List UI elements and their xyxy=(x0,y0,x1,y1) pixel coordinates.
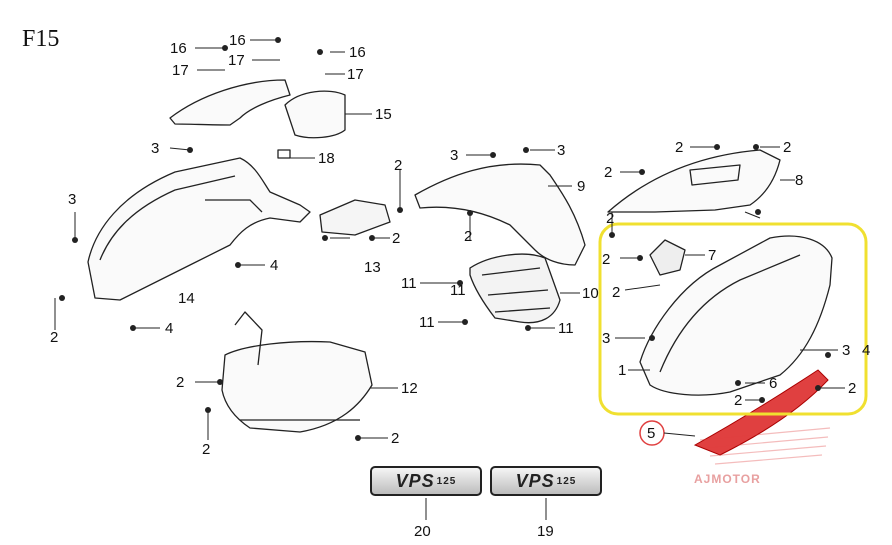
callout-11: 11 xyxy=(558,320,574,337)
callout-11: 11 xyxy=(401,275,417,292)
callout-2: 2 xyxy=(783,139,792,156)
callout-2: 2 xyxy=(604,164,613,181)
callout-2: 2 xyxy=(391,430,400,447)
figure-id: F15 xyxy=(22,26,60,52)
watermark-logo xyxy=(699,427,831,465)
callout-2: 2 xyxy=(464,228,473,245)
callout-3: 3 xyxy=(450,147,459,164)
callout-4: 4 xyxy=(862,342,871,359)
callout-6: 6 xyxy=(769,375,778,392)
part-14-side-cover xyxy=(87,157,311,301)
callout-2: 2 xyxy=(176,374,185,391)
callout-19: 19 xyxy=(537,523,554,540)
callout-11: 11 xyxy=(419,314,435,331)
emblem-sub: 125 xyxy=(556,475,577,487)
callout-20: 20 xyxy=(414,523,431,540)
part-8-rear-carrier xyxy=(607,149,781,213)
callout-4: 4 xyxy=(165,320,174,337)
callout-2: 2 xyxy=(602,251,611,268)
highlight-box xyxy=(598,222,868,416)
callout-3: 3 xyxy=(842,342,851,359)
callout-2: 2 xyxy=(675,139,684,156)
callout-16: 16 xyxy=(349,44,366,61)
callout-10: 10 xyxy=(582,285,599,302)
callout-8: 8 xyxy=(795,172,804,189)
callout-2: 2 xyxy=(394,157,403,174)
part-13-bracket xyxy=(319,199,391,236)
callout-2: 2 xyxy=(392,230,401,247)
emblem-sub: 125 xyxy=(436,475,457,487)
callout-17: 17 xyxy=(347,66,364,83)
callout-2: 2 xyxy=(734,392,743,409)
part-15-bracket xyxy=(169,79,291,126)
part-9-center-cover xyxy=(414,163,586,266)
callout-1: 1 xyxy=(618,362,627,379)
callout-14: 14 xyxy=(178,290,195,307)
part-1-rear-cover xyxy=(639,235,833,396)
callout-2: 2 xyxy=(848,380,857,397)
callout-13: 13 xyxy=(364,259,381,276)
watermark-text: AJMOTOR xyxy=(694,472,761,486)
callout-4: 4 xyxy=(270,257,279,274)
fasteners xyxy=(59,37,831,441)
callout-2: 2 xyxy=(202,441,211,458)
callout-15: 15 xyxy=(375,106,392,123)
callout-11: 11 xyxy=(450,282,466,299)
callout-3: 3 xyxy=(602,330,611,347)
emblem-text: VPS xyxy=(395,470,435,491)
callout-5: 5 xyxy=(647,425,656,442)
callout-16: 16 xyxy=(229,32,246,49)
callout-3: 3 xyxy=(557,142,566,159)
leader-lines xyxy=(54,39,845,520)
callout-18: 18 xyxy=(318,150,335,167)
emblem-text: VPS xyxy=(515,470,555,491)
callout-12: 12 xyxy=(401,380,418,397)
callout-2: 2 xyxy=(612,284,621,301)
part-12-lower-body xyxy=(221,340,373,433)
callout-9: 9 xyxy=(577,178,586,195)
callout-2: 2 xyxy=(50,329,59,346)
callout-2: 2 xyxy=(606,210,615,227)
callout-3: 3 xyxy=(68,191,77,208)
callout-16: 16 xyxy=(170,40,187,57)
part-10-compartment xyxy=(469,253,561,324)
callout-7: 7 xyxy=(708,247,717,264)
callout-17: 17 xyxy=(172,62,189,79)
callout-3: 3 xyxy=(151,140,160,157)
callout-17: 17 xyxy=(228,52,245,69)
